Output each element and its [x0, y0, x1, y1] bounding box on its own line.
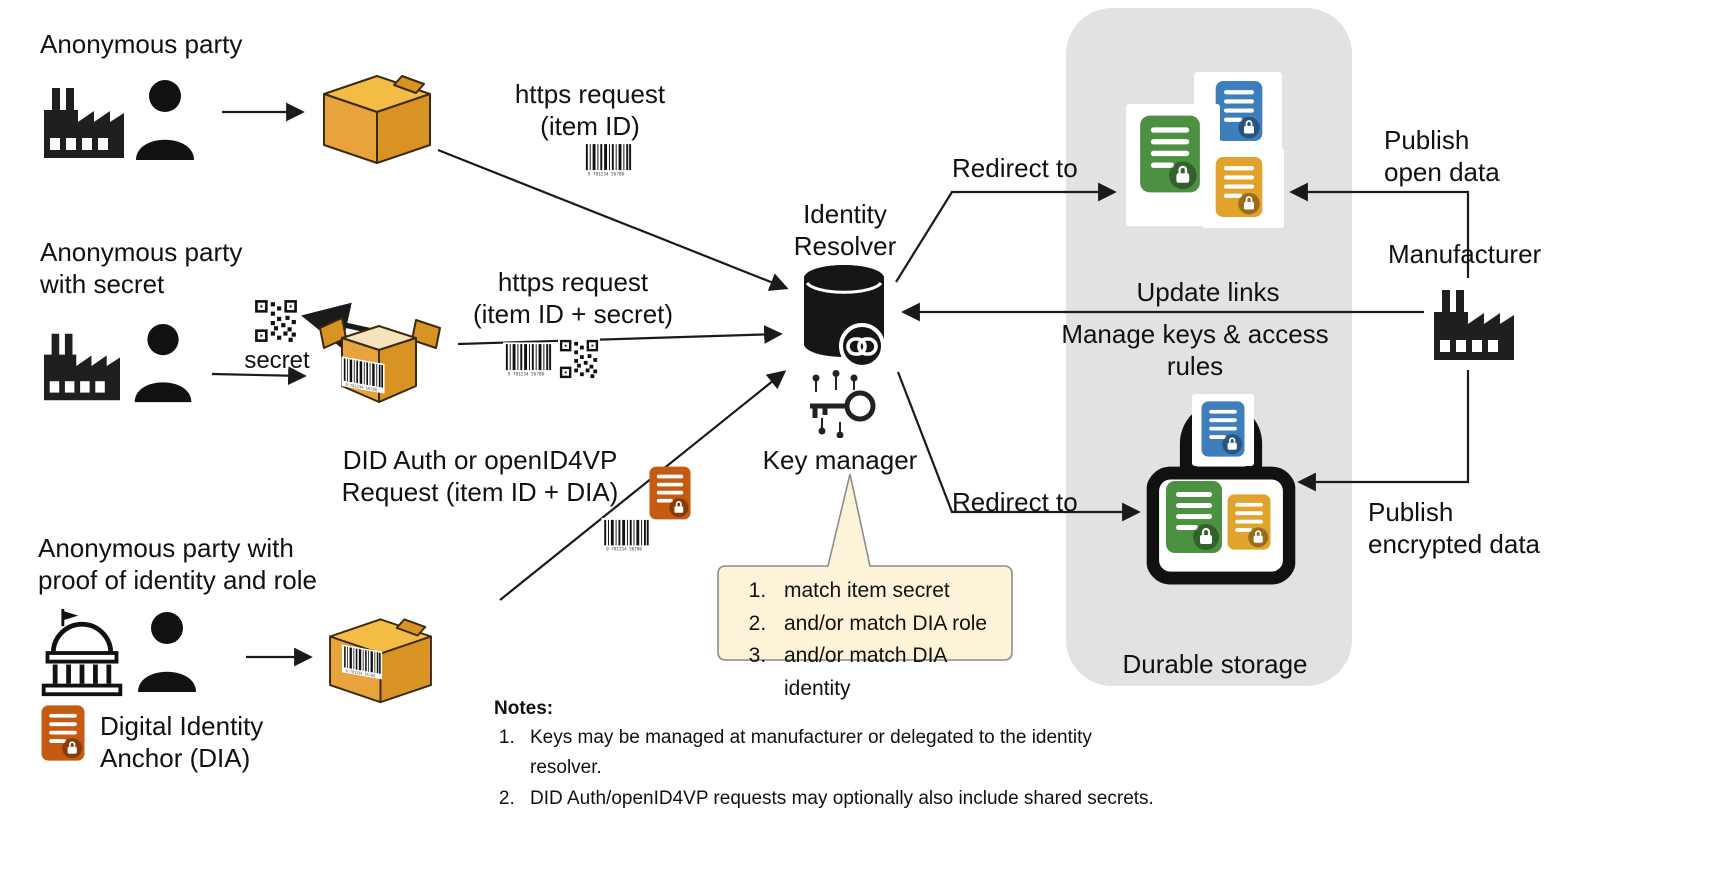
qr-code-icon [558, 338, 600, 380]
manufacturer-factory-icon [1428, 282, 1520, 366]
yellow-document-lock-icon [1214, 154, 1264, 220]
dia-document-lock-icon [648, 464, 692, 522]
https-request-item-id-label: https request (item ID) [514, 79, 666, 142]
arrow-did-auth [499, 370, 787, 601]
package-box-icon [312, 62, 442, 167]
arrow-party2-to-box [211, 366, 307, 386]
yellow-document-lock-icon [1226, 492, 1272, 552]
person-icon [132, 78, 198, 164]
callout-item: match item secret [772, 575, 1002, 608]
arrow-redirect-top [895, 182, 1117, 283]
barcode-icon [600, 518, 652, 552]
secret-qr-code-icon [253, 298, 299, 344]
manufacturer-label: Manufacturer [1388, 239, 1542, 269]
key-manager-callout-list: match item secret and/or match DIA role … [742, 575, 1002, 705]
publish-encrypted-data-label: Publish encrypted data [1368, 497, 1541, 560]
identity-resolver-database-icon [798, 262, 890, 370]
arrow-publish-encrypted [1297, 370, 1470, 492]
note-item: DID Auth/openID4VP requests may optional… [520, 784, 1154, 814]
anonymous-party-proof-label: Anonymous party with proof of identity a… [38, 533, 317, 596]
notes-title: Notes: [494, 698, 554, 719]
barcode-icon [503, 342, 553, 377]
dia-document-lock-icon [40, 702, 86, 764]
anonymous-party-secret-label: Anonymous party with secret [40, 237, 243, 300]
redirect-to-top-label: Redirect to [952, 153, 1078, 183]
arrow-https-item-id [437, 148, 789, 291]
blue-document-lock-icon [1200, 398, 1246, 460]
key-manager-label: Key manager [762, 445, 918, 475]
person-icon [130, 322, 196, 406]
arrow-publish-open [1289, 182, 1470, 278]
person-icon [134, 610, 200, 696]
dia-label: Digital Identity Anchor (DIA) [100, 711, 264, 774]
update-links-label: Update links [1136, 277, 1280, 307]
note-item: Keys may be managed at manufacturer or d… [520, 723, 1154, 784]
identity-resolver-label: Identity Resolver [793, 199, 897, 262]
notes-list: Keys may be managed at manufacturer or d… [494, 723, 1154, 814]
secret-label: secret [244, 347, 310, 374]
arrow-redirect-bottom [896, 371, 1141, 522]
green-document-lock-icon [1138, 112, 1202, 196]
notes-block: Notes: Keys may be managed at manufactur… [494, 698, 1154, 814]
key-manager-icon [798, 368, 884, 438]
factory-icon [38, 328, 126, 404]
open-box-icon [312, 298, 447, 410]
government-building-icon [36, 606, 128, 700]
durable-storage-label: Durable storage [1122, 649, 1308, 679]
did-auth-request-label: DID Auth or openID4VP Request (item ID +… [341, 445, 619, 508]
anonymous-party-label: Anonymous party [40, 29, 243, 59]
callout-item: and/or match DIA identity [772, 640, 1002, 705]
factory-icon [38, 82, 130, 162]
blue-document-lock-icon [1214, 78, 1264, 144]
callout-item: and/or match DIA role [772, 608, 1002, 641]
publish-open-data-label: Publish open data [1384, 125, 1500, 188]
green-document-lock-icon [1164, 478, 1224, 556]
manage-keys-label: Manage keys & access rules [1061, 319, 1329, 382]
barcode-icon [583, 142, 633, 177]
https-request-item-id-secret-label: https request (item ID + secret) [472, 267, 674, 330]
key-manager-callout-bubble [717, 473, 1013, 661]
redirect-to-bottom-label: Redirect to [952, 487, 1078, 517]
